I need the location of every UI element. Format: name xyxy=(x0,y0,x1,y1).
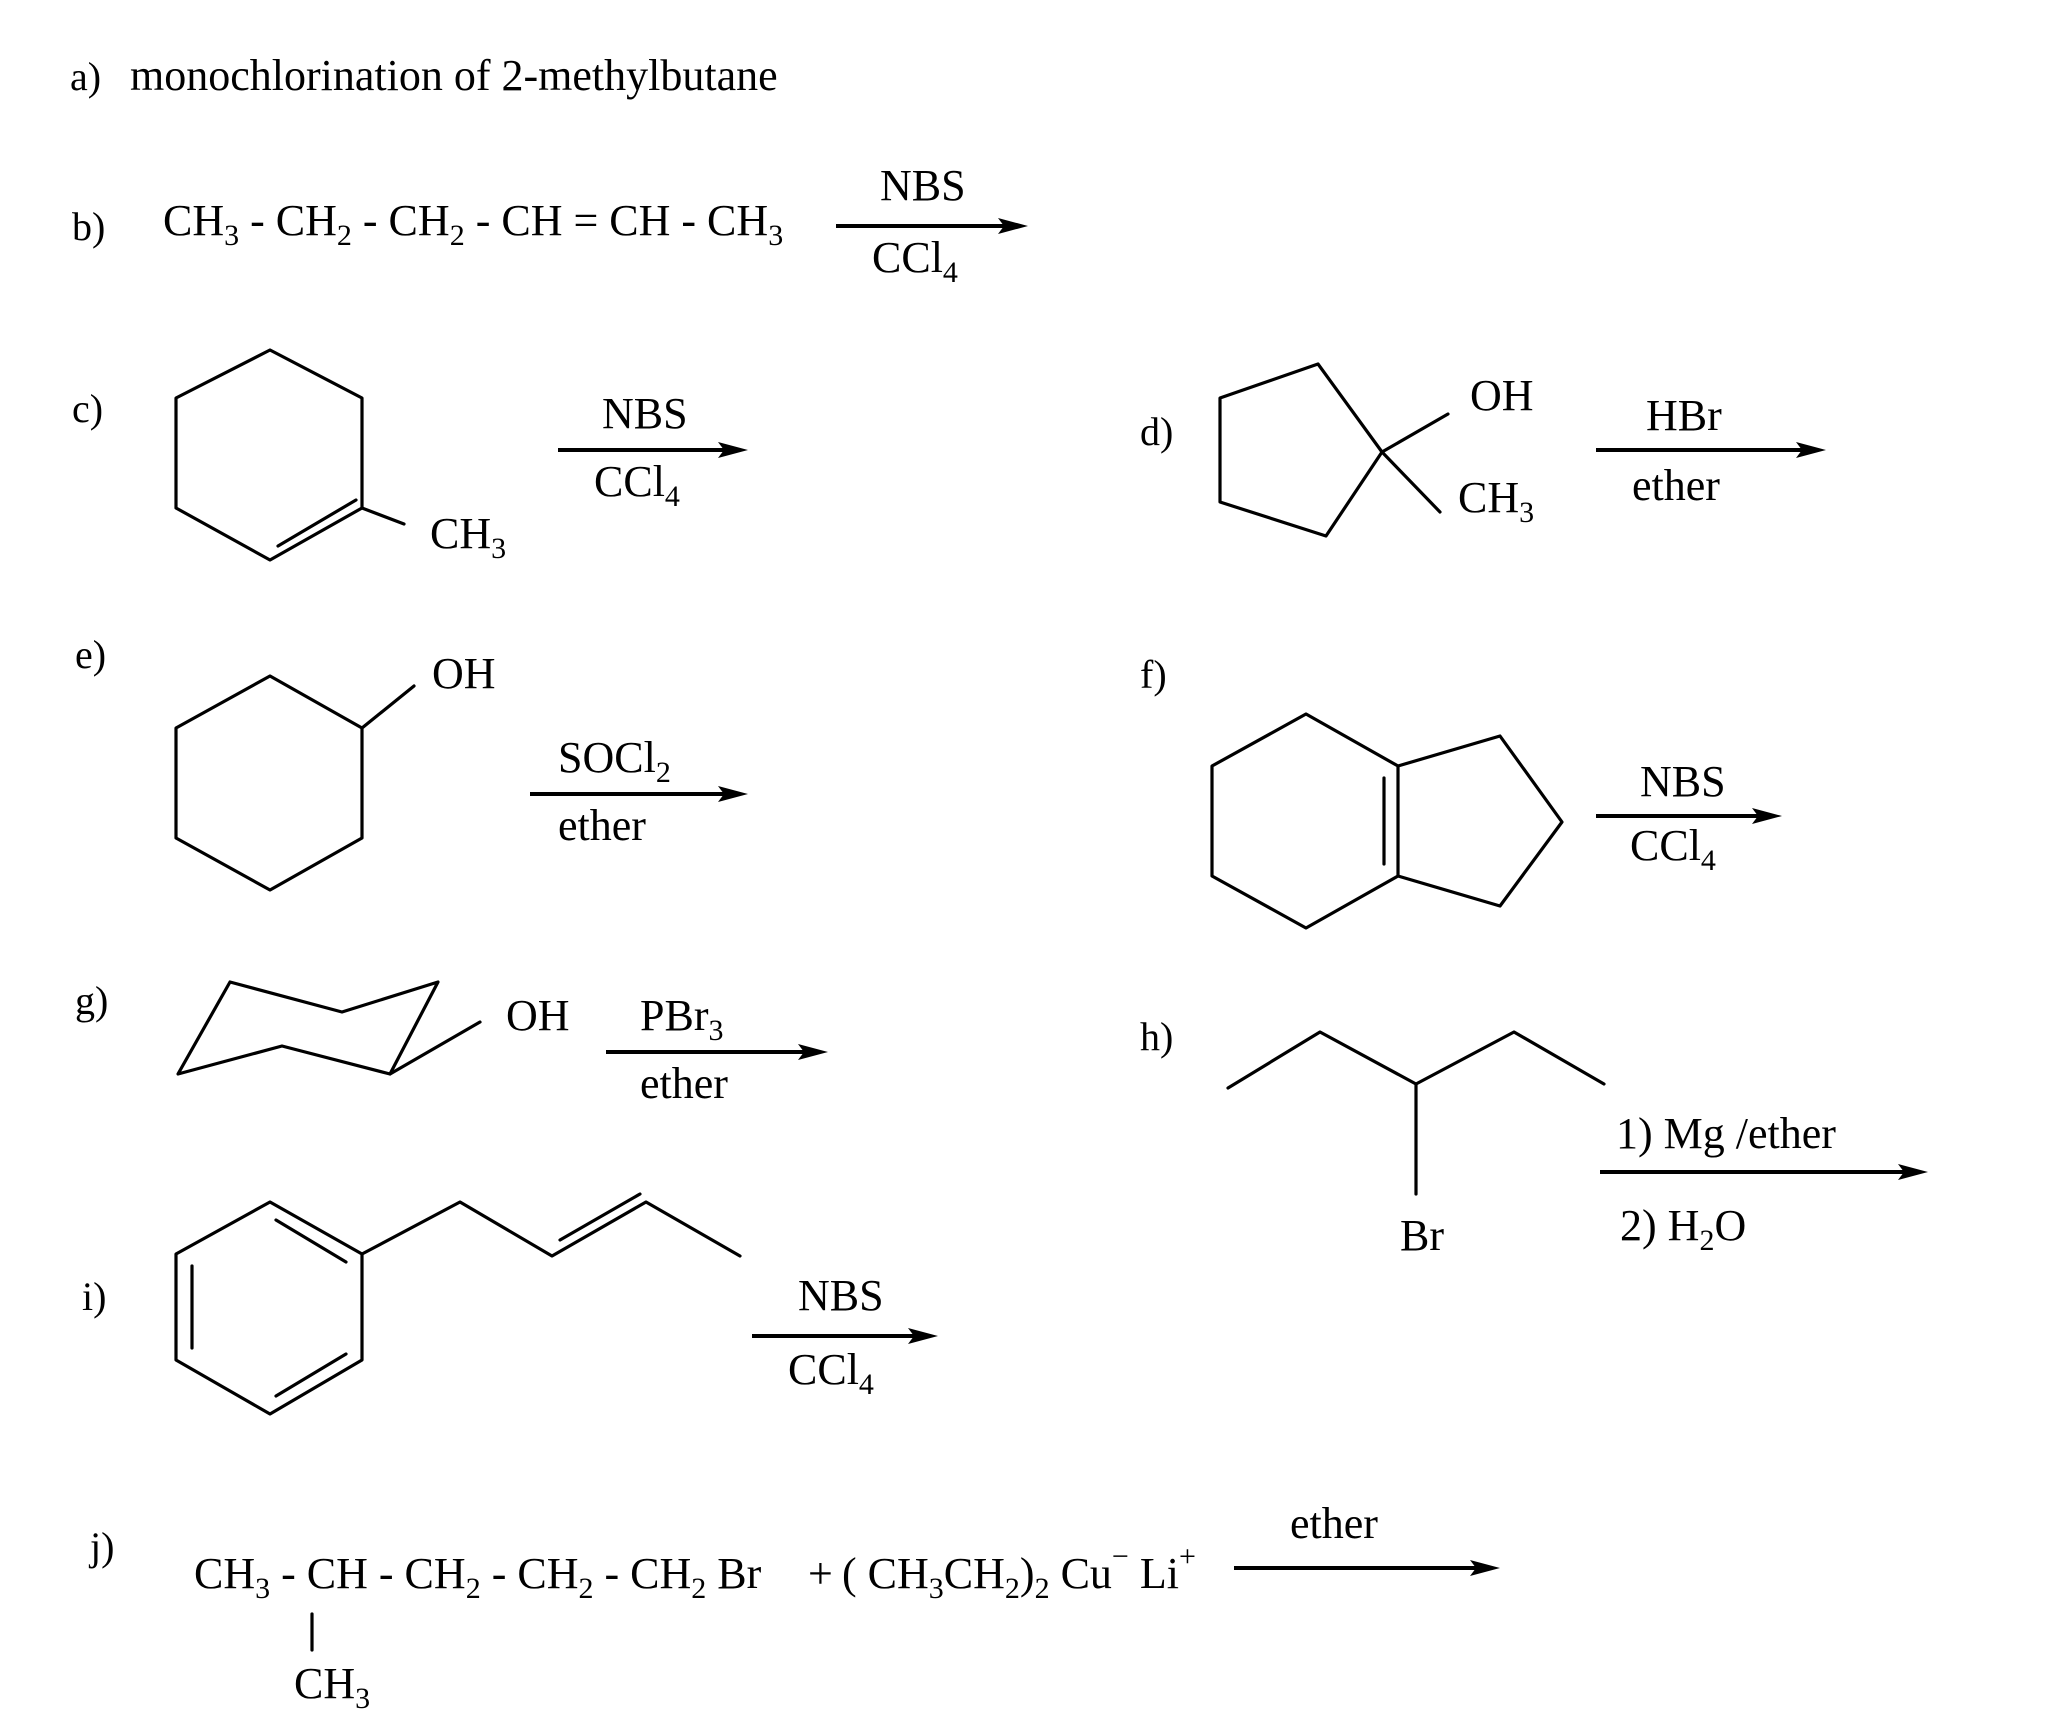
substituent-g: OH xyxy=(506,991,570,1040)
problem-f: f) NBS CCl4 xyxy=(1140,652,1782,930)
methylcyclohexene-structure xyxy=(174,348,406,562)
label-f: f) xyxy=(1140,652,1167,697)
arrowhead-i xyxy=(908,1328,938,1344)
label-i: i) xyxy=(82,1274,106,1319)
label-a: a) xyxy=(70,54,101,99)
arrowhead-d xyxy=(1796,442,1826,458)
arrowhead-j xyxy=(1470,1560,1500,1576)
cyclohexanol-structure xyxy=(174,674,416,892)
reagent-top-b: NBS xyxy=(880,161,966,210)
label-e: e) xyxy=(75,632,106,677)
reagent-bottom-d: ether xyxy=(1632,461,1720,510)
problem-g: g) OH PBr3 ether xyxy=(75,978,828,1108)
reagent-bottom-f: CCl4 xyxy=(1630,821,1716,877)
reagent-bottom-g: ether xyxy=(640,1059,728,1108)
phenylbutene-structure xyxy=(174,1192,742,1416)
arrowhead-g xyxy=(798,1044,828,1060)
plus-sign-j: + xyxy=(808,1549,833,1598)
label-d: d) xyxy=(1140,409,1173,454)
substituent-h: Br xyxy=(1400,1211,1444,1260)
reagent-top-g: PBr3 xyxy=(640,991,723,1047)
reagent-top-e: SOCl2 xyxy=(558,733,671,789)
substituent-top-d: OH xyxy=(1470,371,1534,420)
reagent-top-i: NBS xyxy=(798,1271,884,1320)
problem-a-text: monochlorination of 2-methylbutane xyxy=(130,51,778,100)
problem-a: a) monochlorination of 2-methylbutane xyxy=(70,51,778,100)
reagent-bottom-h: 2) H2O xyxy=(1620,1201,1746,1257)
substituent-c: CH3 xyxy=(430,509,506,565)
bicyclic-alkene-structure xyxy=(1210,712,1564,930)
problem-i: i) NBS CCl4 xyxy=(82,1192,938,1416)
branch-j: CH3 xyxy=(294,1659,370,1709)
problem-j: j) CH3 - CH - CH2 - CH2 - CH2 Br + ( CH3… xyxy=(88,1499,1500,1709)
formula-j: CH3 - CH - CH2 - CH2 - CH2 Br xyxy=(194,1549,762,1605)
methylcyclopentanol-structure xyxy=(1218,362,1450,538)
bromopentane-structure xyxy=(1226,1030,1606,1196)
reagent-bottom-c: CCl4 xyxy=(594,457,680,513)
problem-e: e) OH SOCl2 ether xyxy=(75,632,748,892)
problem-b: b) CH3 - CH2 - CH2 - CH = CH - CH3 NBS C… xyxy=(72,161,1028,289)
reagent-bottom-b: CCl4 xyxy=(872,233,958,289)
formula-b: CH3 - CH2 - CH2 - CH = CH - CH3 xyxy=(163,196,783,252)
reagent-bottom-e: ether xyxy=(558,801,646,850)
problem-d: d) OH CH3 HBr ether xyxy=(1140,362,1826,538)
label-b: b) xyxy=(72,204,105,249)
cuprate-reagent-j: ( CH3CH2)2 Cu− Li+ xyxy=(842,1540,1196,1605)
substituent-bottom-d: CH3 xyxy=(1458,473,1534,529)
problem-c: c) CH3 NBS CCl4 xyxy=(72,348,748,565)
reagent-top-c: NBS xyxy=(602,389,688,438)
arrowhead-h xyxy=(1898,1164,1928,1180)
reagent-top-f: NBS xyxy=(1640,757,1726,806)
reagent-top-h: 1) Mg /ether xyxy=(1616,1109,1836,1158)
substituent-e: OH xyxy=(432,649,496,698)
label-g: g) xyxy=(75,978,108,1023)
arrowhead-c xyxy=(718,442,748,458)
chair-cyclohexanol-structure xyxy=(176,980,482,1076)
label-h: h) xyxy=(1140,1014,1173,1059)
arrowhead-e xyxy=(718,786,748,802)
reagent-top-j: ether xyxy=(1290,1499,1378,1548)
problem-h: h) Br 1) Mg /ether 2) H2O xyxy=(1140,1014,1928,1260)
label-c: c) xyxy=(72,386,103,431)
reagent-bottom-i: CCl4 xyxy=(788,1345,874,1401)
arrowhead-f xyxy=(1752,808,1782,824)
arrowhead-b xyxy=(998,218,1028,234)
label-j: j) xyxy=(88,1524,114,1569)
reagent-top-d: HBr xyxy=(1646,391,1722,440)
